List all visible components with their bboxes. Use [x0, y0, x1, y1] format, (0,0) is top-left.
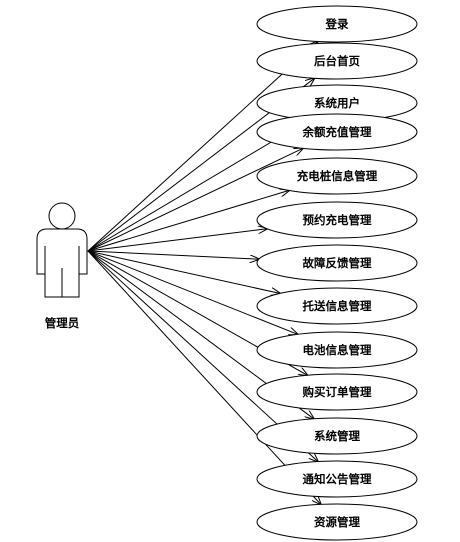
use-case: 系统用户 — [256, 84, 418, 122]
use-case-ellipse — [256, 503, 418, 541]
use-case-ellipse — [256, 417, 418, 455]
use-case-label: 托送信息管理 — [303, 299, 372, 313]
use-case: 购买订单管理 — [256, 373, 418, 411]
use-case: 电池信息管理 — [256, 331, 418, 369]
actor-body — [36, 228, 88, 298]
association-arrow — [87, 250, 298, 334]
use-case: 托送信息管理 — [256, 287, 418, 325]
use-case-ellipse — [256, 157, 418, 195]
use-case-label: 系统管理 — [314, 429, 360, 443]
use-case-ellipse — [256, 460, 418, 498]
actor-head — [48, 202, 76, 230]
use-case: 后台首页 — [256, 42, 418, 80]
actor-icon — [36, 202, 88, 298]
use-case-label: 预约充电管理 — [303, 213, 372, 227]
association-arrow — [87, 250, 321, 504]
use-case-ellipse — [256, 331, 418, 369]
association-arrow — [87, 42, 318, 252]
use-case: 通知公告管理 — [256, 460, 418, 498]
use-case-ellipse — [256, 244, 418, 282]
use-case-label: 电池信息管理 — [303, 343, 372, 357]
use-case-label: 系统用户 — [314, 96, 360, 110]
use-case-ellipse — [256, 42, 418, 80]
use-case-ellipse — [256, 287, 418, 325]
actor: 管理员 — [36, 202, 88, 330]
use-case-ellipse — [256, 373, 418, 411]
association-arrow — [87, 229, 267, 252]
use-case: 余额充值管理 — [256, 113, 418, 151]
use-case: 系统管理 — [256, 417, 418, 455]
use-cases: 登录后台首页系统用户余额充值管理充电桩信息管理预约充电管理故障反馈管理托送信息管… — [256, 5, 418, 541]
use-case-label: 后台首页 — [314, 54, 360, 68]
use-case: 资源管理 — [256, 503, 418, 541]
actor-label: 管理员 — [45, 316, 80, 330]
use-case: 故障反馈管理 — [256, 244, 418, 282]
use-case: 充电桩信息管理 — [256, 157, 418, 195]
use-case-label: 登录 — [325, 17, 349, 31]
association-arrow — [87, 250, 280, 293]
association-arrow — [87, 190, 289, 252]
use-case-label: 充电桩信息管理 — [297, 169, 378, 183]
use-case-label: 故障反馈管理 — [303, 256, 372, 270]
use-case-label: 购买订单管理 — [303, 385, 372, 399]
use-case: 预约充电管理 — [256, 201, 418, 239]
association-arrow — [87, 148, 303, 252]
use-case-ellipse — [256, 113, 418, 151]
association-arrow — [87, 250, 259, 259]
use-case-label: 余额充值管理 — [302, 125, 372, 139]
use-case-label: 通知公告管理 — [303, 472, 372, 486]
use-case-ellipse — [256, 201, 418, 239]
use-case-ellipse — [256, 5, 418, 43]
use-case-label: 资源管理 — [314, 515, 360, 529]
use-case: 登录 — [256, 5, 418, 43]
